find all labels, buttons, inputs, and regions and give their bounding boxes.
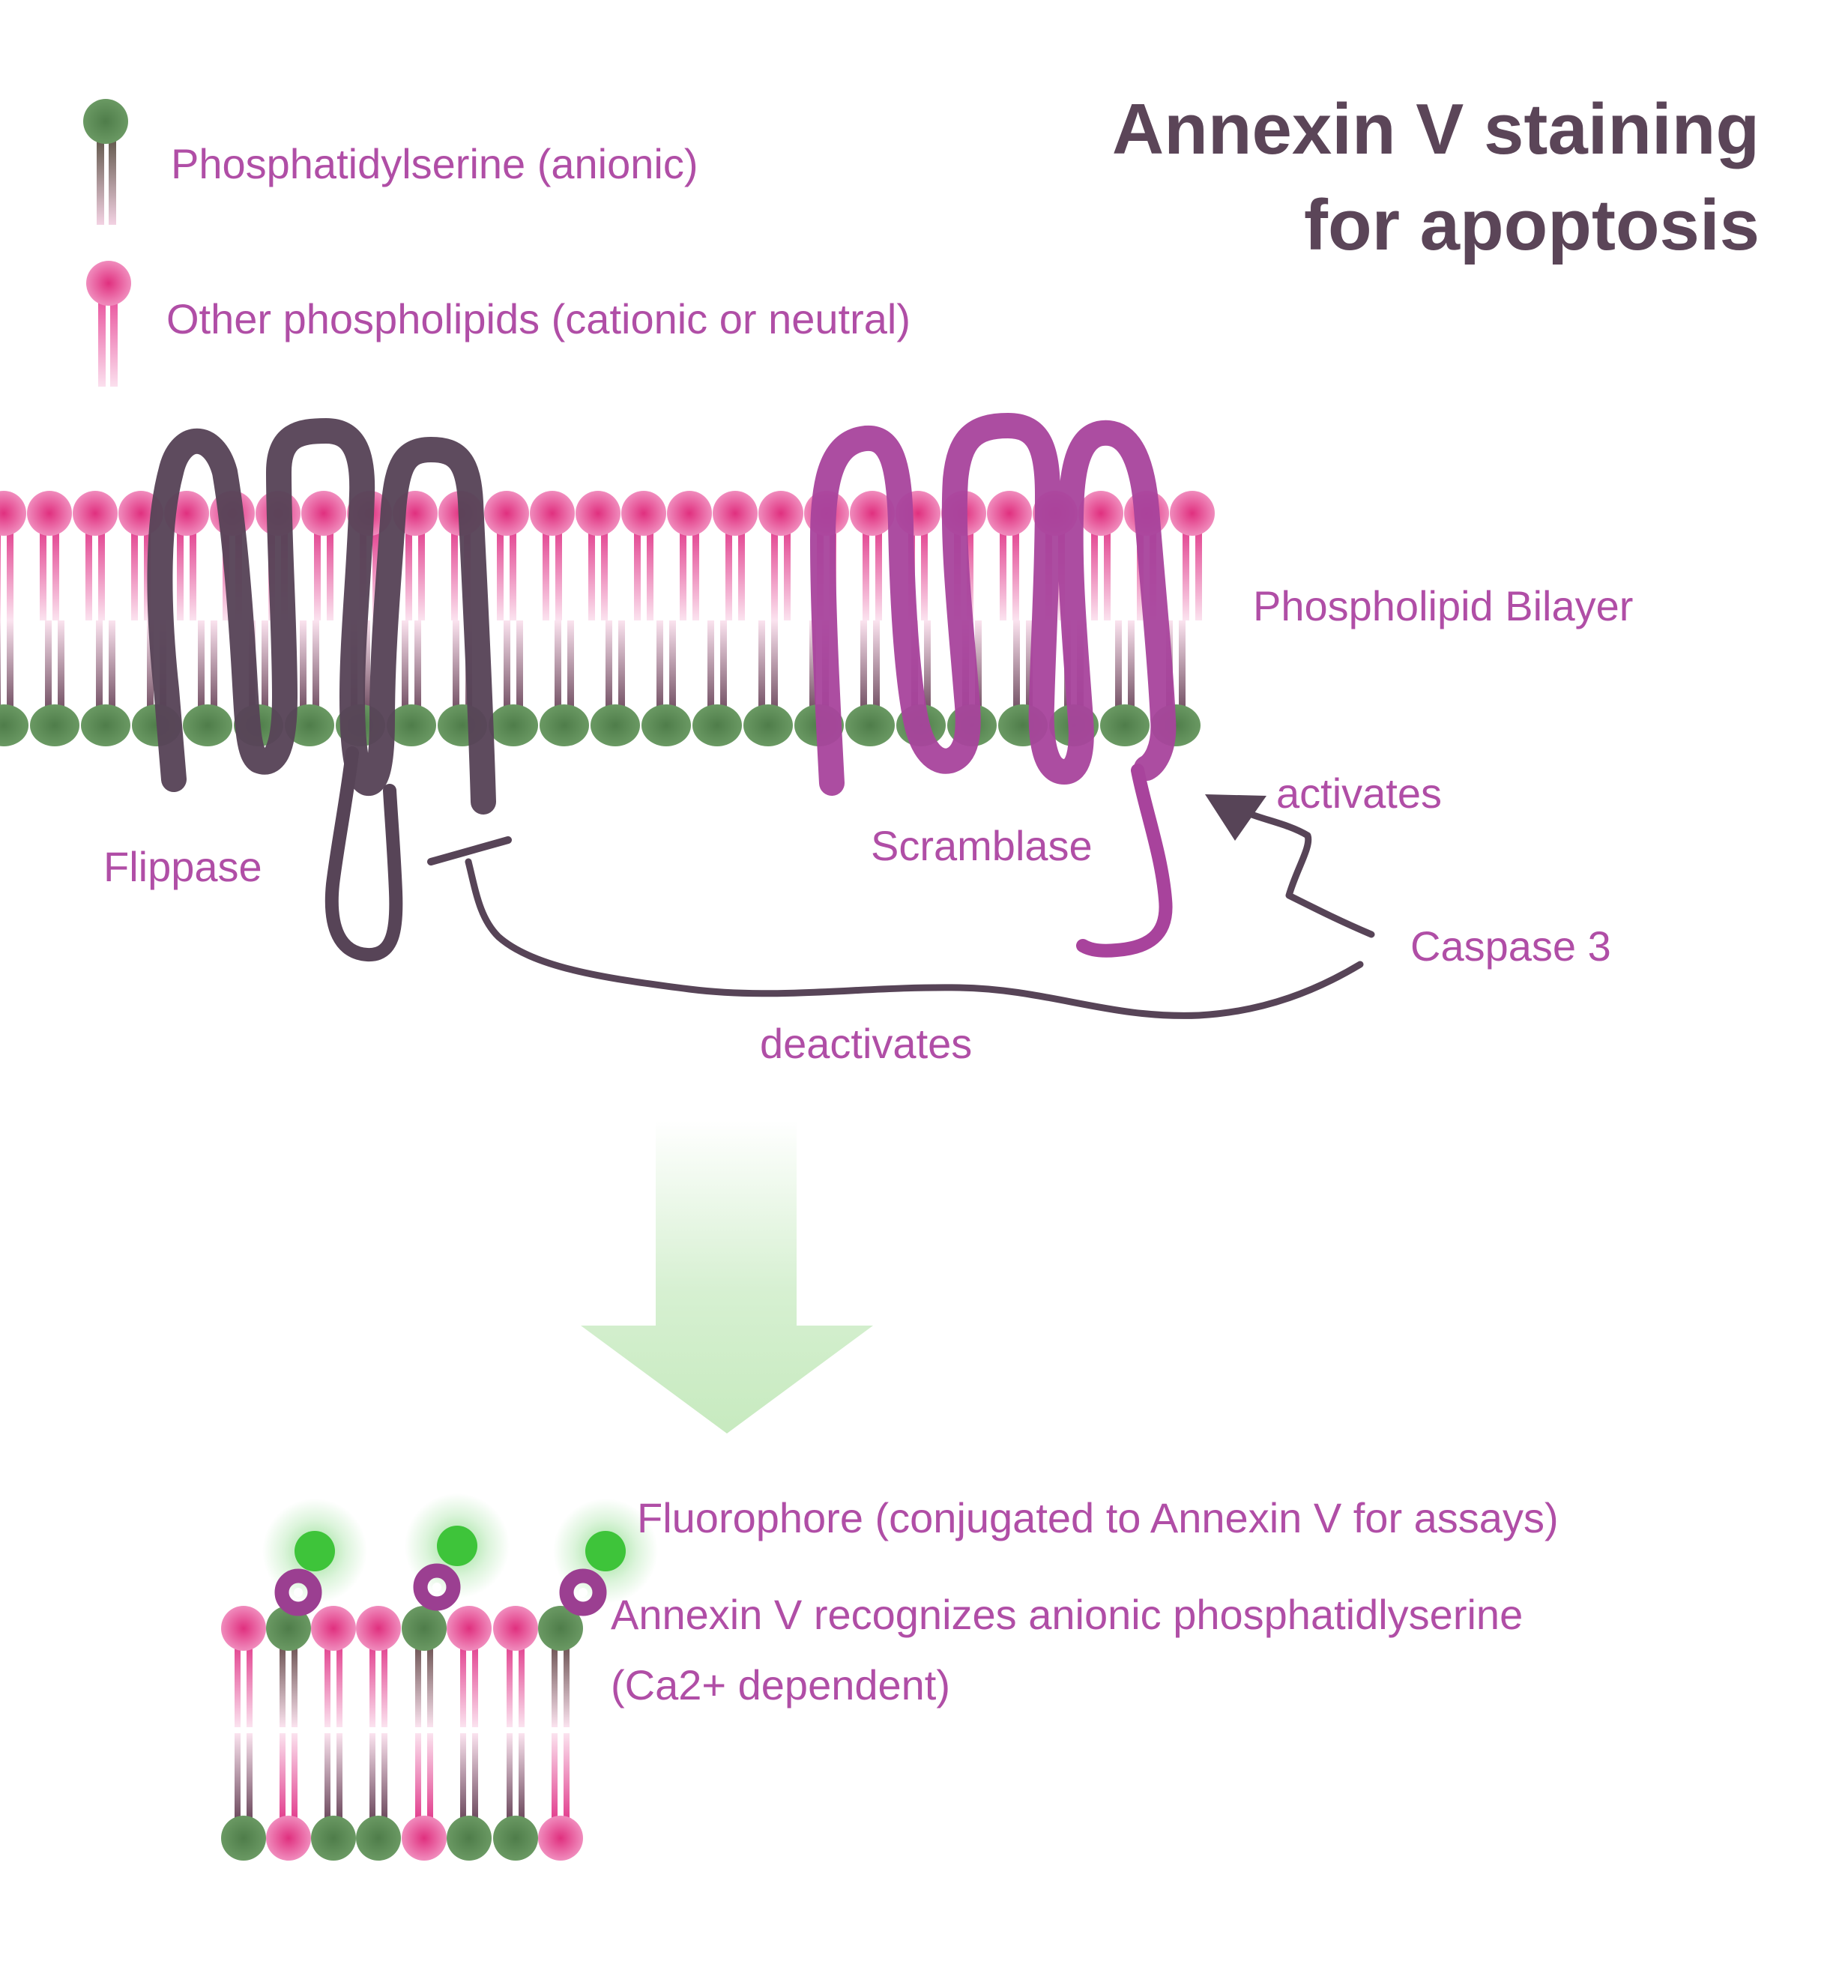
outer-leaflet-lipid: [758, 491, 803, 620]
inner-leaflet-lipid: [285, 620, 334, 746]
flippase-protein: [147, 418, 496, 815]
bottom-lipid-column: [493, 1606, 538, 1861]
deactivation-inhibitor-line: [427, 836, 1364, 1019]
outer-leaflet-lipid: [987, 491, 1032, 620]
annexin-v-fluorophore-complex: [553, 1499, 658, 1616]
other-phospholipid-legend-icon: [86, 261, 131, 387]
scramblase-label: Scramblase: [871, 822, 1093, 869]
annexin-label-line-1: Annexin V recognizes anionic phosphatidl…: [611, 1591, 1523, 1638]
bottom-lipid-column: [311, 1606, 356, 1861]
deactivates-label: deactivates: [760, 1020, 972, 1067]
fluorophore: [295, 1531, 335, 1571]
outer-leaflet-lipid: [0, 491, 26, 620]
outer-leaflet-lipid: [530, 491, 575, 620]
outer-leaflet-lipid: [301, 491, 346, 620]
inner-leaflet-lipid: [540, 620, 589, 746]
outer-leaflet-lipid: [713, 491, 758, 620]
outer-leaflet-lipid: [850, 491, 895, 620]
inner-leaflet-lipid: [0, 620, 28, 746]
ps-legend-icon: [83, 99, 128, 225]
bottom-lipid-column: [402, 1606, 447, 1861]
inner-leaflet-lipid: [387, 620, 436, 746]
scramblase-protein: [810, 413, 1177, 796]
annexin-v-fluorophore-complex: [405, 1493, 510, 1611]
annexin-v: [413, 1563, 461, 1611]
inner-leaflet-lipid: [692, 620, 742, 746]
bottom-lipid-column: [447, 1606, 492, 1861]
legend: Phosphatidylserine (anionic) Other phosp…: [83, 99, 911, 387]
bilayer-label: Phospholipid Bilayer: [1253, 582, 1633, 629]
inner-leaflet-lipid: [591, 620, 640, 746]
inner-leaflet-lipid: [845, 620, 895, 746]
outer-leaflet-lipid: [667, 491, 712, 620]
annexin-label-line-2: (Ca2+ dependent): [611, 1661, 950, 1708]
inner-leaflet-lipid: [489, 620, 538, 746]
flippase-cytoplasmic-loop: [324, 746, 403, 962]
bottom-lipid-column: [221, 1606, 266, 1861]
annexin-v-fluorophore-complex: [262, 1499, 367, 1616]
fluorophore-label: Fluorophore (conjugated to Annexin V for…: [637, 1494, 1559, 1541]
outer-leaflet-lipid: [27, 491, 72, 620]
inner-leaflet-lipid: [81, 620, 130, 746]
outer-leaflet-lipid: [576, 491, 620, 620]
outer-leaflet-lipid: [73, 491, 118, 620]
outer-leaflet-lipid: [1078, 491, 1123, 620]
annexin-v: [274, 1568, 322, 1616]
flippase-label: Flippase: [103, 843, 262, 890]
bottom-lipid-column: [266, 1606, 311, 1861]
outer-leaflet-lipid: [484, 491, 529, 620]
outer-leaflet-lipid: [1170, 491, 1215, 620]
scramblase-tail: [1076, 764, 1173, 958]
inner-leaflet-lipid: [1100, 620, 1150, 746]
bottom-lipid-column: [356, 1606, 401, 1861]
fluorophore: [585, 1531, 626, 1571]
title-line-1: Annexin V staining: [1112, 89, 1760, 169]
inner-leaflet-lipid: [183, 620, 232, 746]
other-phospholipid-legend-label: Other phospholipids (cationic or neutral…: [166, 295, 911, 342]
title-line-2: for apoptosis: [1304, 185, 1760, 265]
inner-leaflet-lipid: [641, 620, 691, 746]
outer-leaflet-lipid: [621, 491, 666, 620]
inner-leaflet-lipid: [743, 620, 793, 746]
caspase-label: Caspase 3: [1410, 922, 1611, 970]
activation-arrow: [1205, 794, 1375, 938]
fluorophore: [437, 1526, 477, 1566]
transition-down-arrow: [581, 1120, 873, 1433]
activates-label: activates: [1276, 770, 1442, 817]
bottom-bilayer-with-annexin: [221, 1493, 658, 1861]
annexin-v: [559, 1568, 607, 1616]
bottom-lipid-column: [538, 1606, 583, 1861]
inner-leaflet-lipid: [30, 620, 79, 746]
ps-legend-label: Phosphatidylserine (anionic): [171, 140, 698, 187]
